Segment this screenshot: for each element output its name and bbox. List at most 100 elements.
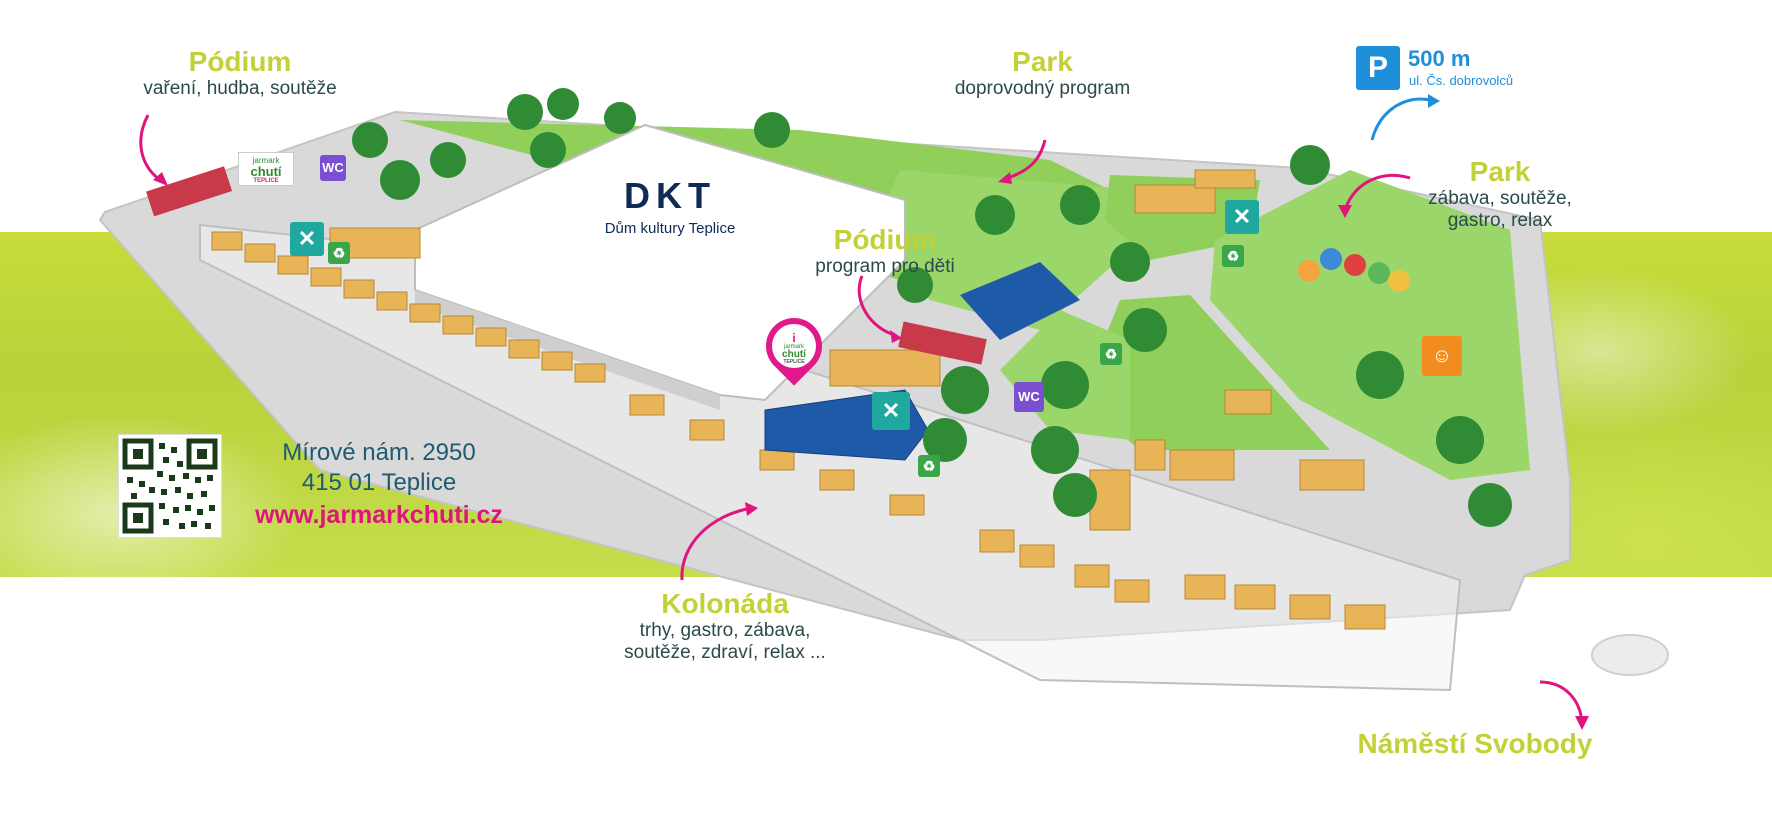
kid-figure (1368, 262, 1390, 284)
arrow-park-top (1007, 139, 1047, 180)
stall (829, 349, 941, 387)
stall (1184, 574, 1226, 600)
label-subtitle: vaření, hudba, soutěže (143, 78, 337, 99)
arrow-head (998, 172, 1012, 184)
label-kolonada: Kolonáda trhy, gastro, zábava, soutěže, … (600, 588, 850, 664)
stall (1074, 564, 1110, 588)
info-brand: chutí (782, 349, 806, 360)
label-namesti: Náměstí Svobody (1320, 728, 1630, 760)
parking-icon: P (1356, 46, 1400, 90)
stall (1194, 169, 1256, 189)
label-subtitle-2: gastro, relax (1447, 210, 1553, 231)
label-title: Náměstí Svobody (1357, 728, 1593, 759)
stall (979, 529, 1015, 553)
address-line-2: 415 01 Teplice (301, 469, 457, 496)
stall (759, 449, 795, 471)
kid-figure (1344, 254, 1366, 276)
stage-left (146, 166, 233, 217)
stall (277, 255, 309, 275)
tree (380, 160, 420, 200)
label-title: Kolonáda (661, 588, 789, 619)
parking-arrow-head (1428, 94, 1440, 108)
label-title: Park (1469, 156, 1531, 187)
tree (604, 102, 636, 134)
tree (754, 112, 790, 148)
stall (409, 303, 441, 323)
stall (1169, 449, 1235, 481)
tree (923, 418, 967, 462)
recycle-icon: ♻ (328, 242, 350, 264)
wc-icon: WC (320, 155, 346, 181)
label-subtitle-2: soutěže, zdraví, relax ... (624, 642, 826, 663)
label-title: Pódium (188, 46, 292, 77)
address-block: Mírové nám. 2950 415 01 Teplice www.jarm… (224, 438, 534, 532)
website-link[interactable]: www.jarmarkchuti.cz (255, 501, 503, 529)
info-brand-top: jarmark (783, 344, 804, 350)
label-title: Park (1012, 46, 1073, 77)
tree (1468, 483, 1512, 527)
stall (1289, 594, 1331, 620)
stall (1134, 184, 1216, 214)
tree (530, 132, 566, 168)
tree (975, 195, 1015, 235)
stall-row (211, 169, 1386, 630)
tree (897, 267, 933, 303)
recycle-icon: ♻ (918, 455, 940, 477)
stall (1114, 579, 1150, 603)
tree (1110, 242, 1150, 282)
stage-kids (898, 321, 987, 365)
arrow-head (153, 172, 168, 186)
trees (352, 88, 1512, 527)
stall (442, 315, 474, 335)
fountain (1591, 634, 1669, 676)
arrow-kolonada (680, 506, 753, 581)
qr-code-graphic (122, 438, 218, 534)
dkt-name: Dům kultury Teplice (604, 220, 736, 237)
label-title: Pódium (833, 224, 937, 255)
stall (310, 267, 342, 287)
arrow-head (745, 502, 758, 516)
stall (1134, 439, 1166, 471)
stall (475, 327, 507, 347)
tree (941, 366, 989, 414)
parking-street: ul. Čs. dobrovolců (1409, 73, 1514, 88)
label-park-right: Park zábava, soutěže, gastro, relax (1400, 156, 1600, 232)
tree (430, 142, 466, 178)
tree (1041, 361, 1089, 409)
label-podium-left: Pódium vaření, hudba, soutěže (110, 46, 370, 100)
stall (689, 419, 725, 441)
tree (1290, 145, 1330, 185)
stall (211, 231, 243, 251)
stall (574, 363, 606, 383)
label-subtitle-1: trhy, gastro, zábava, (639, 620, 811, 641)
wc-icon: WC (1014, 382, 1044, 412)
dkt-building-side (415, 290, 720, 410)
tree (352, 122, 388, 158)
recycle-icon: ♻ (1100, 343, 1122, 365)
logo-brand-sub: TEPLICE (253, 178, 279, 184)
stall (629, 394, 665, 416)
kid-figure (1298, 260, 1320, 282)
stall (1234, 584, 1276, 610)
dkt-label: DKT Dům kultury Teplice (560, 176, 780, 242)
parking-distance: 500 m (1408, 46, 1471, 71)
tree (1060, 185, 1100, 225)
address-line-1: Mírové nám. 2950 (282, 439, 476, 466)
tree (1356, 351, 1404, 399)
kid-figure (1320, 248, 1342, 270)
tree (507, 94, 543, 130)
info-letter: i (792, 331, 796, 345)
logo-brand: chutí (250, 164, 282, 179)
fork-knife-icon: ✕ (290, 222, 324, 256)
qr-code (119, 435, 221, 537)
info-pin-badge: i jarmark chutí TEPLICE (772, 324, 816, 368)
tree (1123, 308, 1167, 352)
tree (1031, 426, 1079, 474)
recycle-icon: ♻ (1222, 245, 1244, 267)
stall (541, 351, 573, 371)
arrow-heads (153, 172, 1589, 730)
kids-illustration (1298, 240, 1410, 304)
stall (244, 243, 276, 263)
arrow-podium-left (139, 114, 161, 182)
